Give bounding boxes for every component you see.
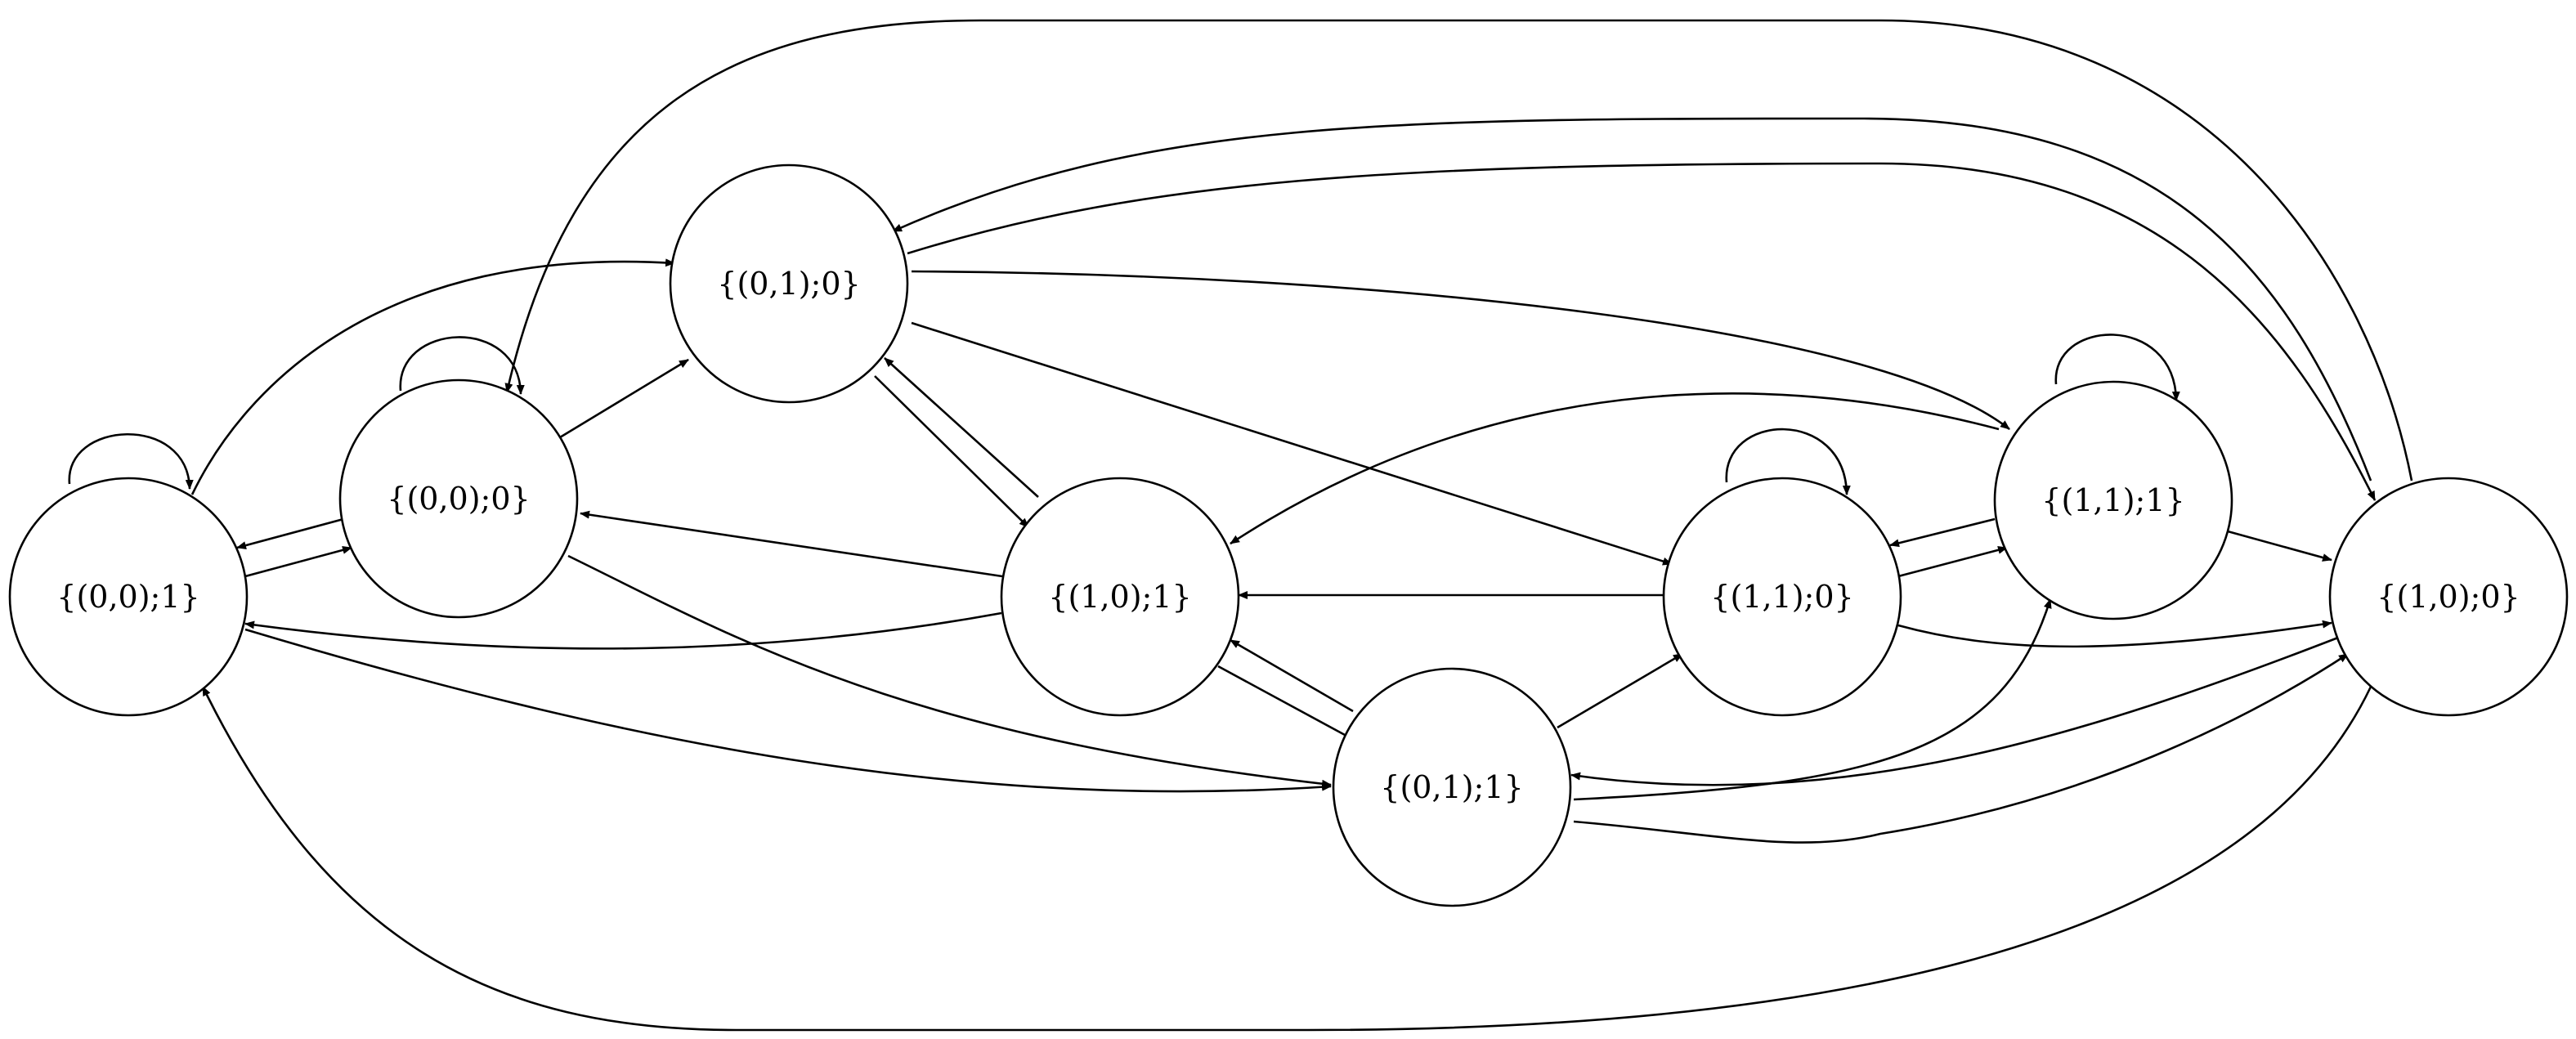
edges-layer bbox=[68, 19, 2413, 1032]
state-node-10-1: {(1,0);1} bbox=[1000, 477, 1240, 717]
edge-01_0-to-11_0 bbox=[911, 321, 1673, 566]
edge-11_1-to-11_0 bbox=[1889, 517, 1996, 548]
state-label: {(1,1);1} bbox=[2041, 482, 2184, 518]
state-node-00-1: {(0,0);1} bbox=[8, 477, 249, 717]
edge-00_0-self-loop bbox=[399, 336, 525, 395]
edge-01_0-to-11_1 bbox=[911, 270, 2010, 431]
state-circle bbox=[669, 163, 909, 404]
edge-11_0-to-10_0 bbox=[1897, 620, 2332, 648]
edge-10_1-to-00_0 bbox=[580, 510, 1003, 578]
state-circle bbox=[338, 378, 579, 619]
edge-10_0-to-01_0 bbox=[892, 117, 2372, 481]
state-circle bbox=[1993, 380, 2233, 620]
edge-00_1-self-loop bbox=[68, 432, 194, 490]
state-label: {(0,1);1} bbox=[1380, 769, 1523, 805]
state-node-11-0: {(1,1);0} bbox=[1662, 477, 1902, 717]
edge-00_0-to-01_1 bbox=[567, 554, 1332, 788]
edge-00_1-to-01_1 bbox=[244, 628, 1332, 793]
edge-01_1-to-11_0 bbox=[1557, 652, 1683, 729]
state-circle bbox=[8, 477, 249, 717]
edge-11_1-to-10_0 bbox=[2227, 530, 2332, 562]
edge-11_1-self-loop bbox=[2054, 334, 2180, 401]
edge-10_1-to-01_0 bbox=[884, 357, 1039, 498]
edge-01_0-to-10_0 bbox=[907, 162, 2377, 501]
state-label: {(0,0);0} bbox=[387, 481, 530, 517]
state-label: {(1,0);1} bbox=[1048, 579, 1191, 615]
state-label: {(1,0);0} bbox=[2377, 579, 2520, 615]
state-circle bbox=[2328, 477, 2569, 717]
state-label: {(1,1);0} bbox=[1710, 579, 1853, 615]
state-label: {(0,1);0} bbox=[717, 266, 860, 302]
state-node-01-1: {(0,1);1} bbox=[1332, 667, 1572, 907]
state-circle bbox=[1332, 667, 1572, 907]
state-node-10-0: {(1,0);0} bbox=[2328, 477, 2569, 717]
state-circle bbox=[1662, 477, 1902, 717]
nodes-layer: {(0,0);1} {(0,0);0} {(0,1);0} {(1,0);1} … bbox=[8, 163, 2569, 907]
edge-01_1-to-10_1 bbox=[1230, 638, 1354, 713]
edge-10_0-to-00_0 bbox=[504, 19, 2413, 481]
edge-01_1-to-11_1 bbox=[1573, 598, 2052, 801]
state-node-11-1: {(1,1);1} bbox=[1993, 380, 2233, 620]
edge-00_1-to-00_0 bbox=[244, 546, 352, 578]
edge-00_0-to-01_0 bbox=[559, 358, 689, 439]
state-label: {(0,0);1} bbox=[56, 579, 199, 615]
edge-01_0-to-10_1 bbox=[874, 375, 1029, 528]
edge-11_1-to-10_1 bbox=[1230, 392, 2000, 545]
edge-00_0-to-00_1 bbox=[236, 517, 344, 549]
edge-00_1-to-01_0 bbox=[190, 258, 675, 495]
edge-11_0-self-loop bbox=[1725, 428, 1851, 495]
state-node-00-0: {(0,0);0} bbox=[338, 378, 579, 619]
state-node-01-0: {(0,1);0} bbox=[669, 163, 909, 404]
edge-10_1-to-00_1 bbox=[244, 611, 1002, 650]
edge-10_0-to-01_1 bbox=[1570, 636, 2339, 786]
edge-10_0-to-00_1 bbox=[201, 686, 2372, 1032]
edge-01_1-to-10_0 bbox=[1573, 652, 2349, 844]
edge-11_0-to-11_1 bbox=[1897, 545, 2008, 578]
state-circle bbox=[1000, 477, 1240, 717]
